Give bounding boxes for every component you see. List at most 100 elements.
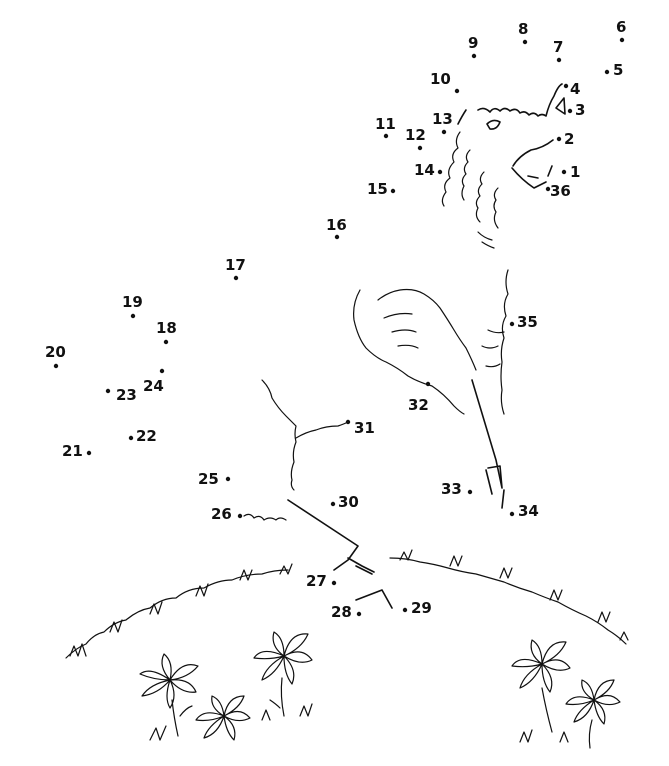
flower-right-1 <box>511 639 571 733</box>
dot-marker <box>159 368 165 374</box>
dot-1: 1 <box>561 163 580 181</box>
dot-marker <box>604 69 610 75</box>
dot-label: 17 <box>225 256 246 274</box>
dot-marker <box>567 108 573 114</box>
dot-marker <box>417 145 423 151</box>
dot-8: 8 <box>518 20 528 45</box>
lamb-shoulder-wool-top <box>377 288 477 371</box>
lamb-neck-wool-1 <box>441 131 461 207</box>
dot-marker <box>425 381 431 387</box>
lamb-hind-hoof-2 <box>355 589 393 609</box>
hill-grass-blades-right <box>399 549 629 641</box>
dot-marker <box>383 133 389 139</box>
dot-marker <box>86 450 92 456</box>
dot-marker <box>237 513 243 519</box>
dot-label: 4 <box>570 80 580 98</box>
dot-label: 12 <box>405 126 426 144</box>
dot-label: 36 <box>550 182 571 200</box>
lamb-cheek <box>512 139 554 167</box>
dot-label: 13 <box>432 110 453 128</box>
dot-marker <box>334 234 340 240</box>
dot-23: 23 <box>105 386 137 404</box>
dot-4: 4 <box>563 80 580 98</box>
dot-marker <box>390 188 396 194</box>
dot-label: 6 <box>616 18 626 36</box>
dot-label: 18 <box>156 319 177 337</box>
dot-marker <box>356 611 362 617</box>
dot-12: 12 <box>405 126 426 151</box>
dot-11: 11 <box>375 115 396 139</box>
dot-21: 21 <box>62 442 92 460</box>
dot-marker <box>441 129 447 135</box>
dot-marker <box>545 186 551 192</box>
lamb-neck-wool-2 <box>461 149 471 201</box>
dot-6: 6 <box>616 18 626 43</box>
dot-15: 15 <box>367 180 396 198</box>
dot-19: 19 <box>122 293 143 319</box>
dot-marker <box>454 88 460 94</box>
dot-27: 27 <box>306 572 337 590</box>
dot-label: 29 <box>411 599 432 617</box>
lamb-back-leg <box>287 499 375 573</box>
lamb-front-leg <box>471 379 503 495</box>
dot-33: 33 <box>441 480 473 498</box>
dot-34: 34 <box>509 502 539 520</box>
dot-marker <box>163 339 169 345</box>
dot-13: 13 <box>432 110 453 135</box>
dot-label: 33 <box>441 480 462 498</box>
lamb-chest-wool <box>500 269 509 415</box>
lamb-forehead-curl <box>457 109 467 125</box>
lamb-head-outline <box>477 83 563 117</box>
dot-18: 18 <box>156 319 177 345</box>
dot-marker <box>522 39 528 45</box>
dot-label: 31 <box>354 419 375 437</box>
dot-20: 20 <box>45 343 66 369</box>
lamb-front-hoof <box>501 489 505 509</box>
dot-marker <box>619 37 625 43</box>
dot-marker <box>128 435 134 441</box>
dot-label: 25 <box>198 470 219 488</box>
lamb-shoulder-wool <box>353 289 465 415</box>
dot-label: 10 <box>430 70 451 88</box>
dot-label: 14 <box>414 161 435 179</box>
dot-label: 8 <box>518 20 528 38</box>
lamb-back-hoof <box>355 565 373 575</box>
lamb-back-leg-wool-2 <box>295 421 349 439</box>
lamb-back-leg-wool <box>261 379 297 491</box>
lamb-drawing <box>243 83 566 609</box>
dot-marker <box>563 83 569 89</box>
dot-3: 3 <box>567 101 585 119</box>
dot-marker <box>471 53 477 59</box>
flower-left-3 <box>195 695 251 741</box>
flower-right-2 <box>565 679 621 749</box>
dot-16: 16 <box>326 216 347 240</box>
dot-label: 11 <box>375 115 396 133</box>
dot-label: 2 <box>564 130 574 148</box>
dot-5: 5 <box>604 61 623 79</box>
dot-32: 32 <box>408 381 431 414</box>
dot-marker <box>105 388 111 394</box>
ground-tufts <box>149 703 569 743</box>
hill-grass-blades-left <box>69 563 293 657</box>
dot-marker <box>509 511 515 517</box>
dot-22: 22 <box>128 427 157 445</box>
flower-left-1 <box>139 653 199 737</box>
lamb-chest-curls <box>481 329 505 368</box>
dot-label: 28 <box>331 603 352 621</box>
dot-26: 26 <box>211 505 243 523</box>
dot-31: 31 <box>345 419 375 437</box>
lamb-neck-wool-5 <box>477 231 495 249</box>
dot-label: 32 <box>408 396 429 414</box>
dot-label: 23 <box>116 386 137 404</box>
lamb-mouth <box>511 165 553 189</box>
dot-label: 16 <box>326 216 347 234</box>
dot-label: 21 <box>62 442 83 460</box>
dot-label: 1 <box>570 163 580 181</box>
dot-marker <box>330 501 336 507</box>
dot-marker <box>402 607 408 613</box>
dot-label: 34 <box>518 502 539 520</box>
dot-label: 24 <box>143 377 164 395</box>
dot-label: 9 <box>468 34 478 52</box>
flowers <box>139 631 621 749</box>
